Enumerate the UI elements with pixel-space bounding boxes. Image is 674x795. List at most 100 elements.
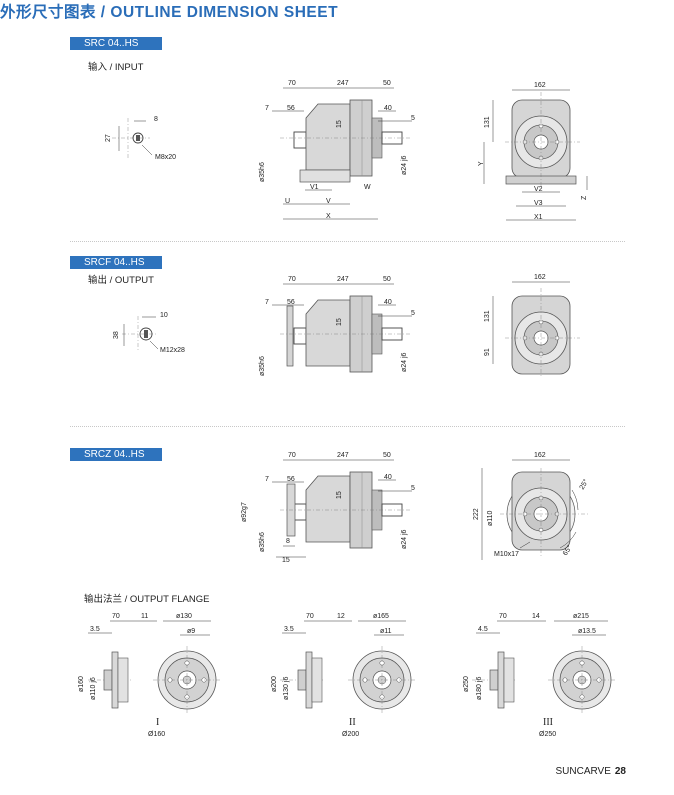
svg-text:50: 50 <box>383 276 391 283</box>
svg-text:15: 15 <box>336 491 343 499</box>
svg-text:5: 5 <box>411 115 415 122</box>
svg-text:7: 7 <box>265 476 269 483</box>
svg-text:25°: 25° <box>578 478 590 491</box>
svg-text:247: 247 <box>337 276 349 283</box>
svg-text:70: 70 <box>499 613 507 620</box>
svg-text:8: 8 <box>286 538 290 545</box>
svg-text:ø35h6: ø35h6 <box>259 162 266 182</box>
section-label-output: 输出 / OUTPUT <box>88 275 154 286</box>
svg-text:40: 40 <box>384 474 392 481</box>
key-thread: M8x20 <box>155 154 176 161</box>
svg-text:Ø160: Ø160 <box>148 731 165 738</box>
svg-text:II: II <box>349 717 356 728</box>
svg-text:14: 14 <box>532 613 540 620</box>
side-view-srcz: 70 247 50 7 56 40 5 15 ø92g7 ø35h6 ø24 j… <box>241 452 415 564</box>
svg-text:ø92g7: ø92g7 <box>241 502 248 522</box>
svg-text:5: 5 <box>411 485 415 492</box>
svg-text:162: 162 <box>534 274 546 281</box>
svg-text:3.5: 3.5 <box>90 626 100 633</box>
key-width: 10 <box>160 312 168 319</box>
svg-text:ø250: ø250 <box>463 676 470 692</box>
svg-text:7: 7 <box>265 299 269 306</box>
flange-label: 输出法兰 / OUTPUT FLANGE <box>84 594 210 605</box>
svg-text:15: 15 <box>282 557 290 564</box>
key-height: 27 <box>105 134 112 142</box>
svg-text:70: 70 <box>112 613 120 620</box>
svg-text:56: 56 <box>287 476 295 483</box>
key-detail-input: 8 27 M8x20 <box>105 116 176 161</box>
svg-text:ø130 j6: ø130 j6 <box>283 677 290 700</box>
svg-text:7: 7 <box>265 105 269 112</box>
svg-text:131: 131 <box>484 310 491 322</box>
svg-text:91: 91 <box>484 348 491 356</box>
front-view-src: 162 131 Y V2 V3 X1 Z <box>478 82 588 221</box>
svg-text:Ø200: Ø200 <box>342 731 359 738</box>
flange-iii: 70 14 ø215 4.5 ø13.5 ø250 ø180 j6 III Ø2… <box>463 613 617 738</box>
svg-text:ø130: ø130 <box>176 613 192 620</box>
svg-text:70: 70 <box>288 80 296 87</box>
svg-text:M10x17: M10x17 <box>494 551 519 558</box>
section-label-input: 输入 / INPUT <box>88 62 144 73</box>
section-tag-srcf: SRCF 04..HS <box>70 256 162 269</box>
svg-text:ø110: ø110 <box>487 510 494 526</box>
svg-text:40: 40 <box>384 105 392 112</box>
svg-text:ø110 j6: ø110 j6 <box>90 677 97 700</box>
svg-text:70: 70 <box>306 613 314 620</box>
svg-text:ø24 j6: ø24 j6 <box>401 352 408 372</box>
svg-text:Z: Z <box>581 195 588 200</box>
page-number: 28 <box>614 766 626 777</box>
svg-text:ø24 j6: ø24 j6 <box>401 155 408 175</box>
svg-text:ø200: ø200 <box>271 676 278 692</box>
svg-text:15: 15 <box>336 318 343 326</box>
svg-text:III: III <box>543 717 553 728</box>
key-height: 38 <box>113 331 120 339</box>
section-tag-src: SRC 04..HS <box>70 37 162 50</box>
svg-text:ø24 j6: ø24 j6 <box>401 529 408 549</box>
svg-text:ø160: ø160 <box>78 676 85 692</box>
svg-text:V3: V3 <box>534 200 543 207</box>
svg-text:X: X <box>326 213 331 220</box>
flange-ii: 70 12 ø165 3.5 ø11 ø200 ø130 j6 II Ø200 <box>271 613 417 738</box>
svg-text:V2: V2 <box>534 186 543 193</box>
key-width: 8 <box>154 116 158 123</box>
svg-text:11: 11 <box>141 613 148 620</box>
svg-text:222: 222 <box>473 508 480 520</box>
svg-text:15: 15 <box>336 120 343 128</box>
svg-text:40: 40 <box>384 299 392 306</box>
svg-text:ø165: ø165 <box>373 613 389 620</box>
svg-text:3.5: 3.5 <box>284 626 294 633</box>
svg-text:W: W <box>364 184 371 191</box>
svg-text:5: 5 <box>411 310 415 317</box>
svg-text:70: 70 <box>288 452 296 459</box>
svg-text:247: 247 <box>337 452 349 459</box>
svg-text:ø35h6: ø35h6 <box>259 532 266 552</box>
key-detail-output: 10 38 M12x28 <box>113 312 185 354</box>
svg-text:ø11: ø11 <box>380 628 392 635</box>
svg-text:131: 131 <box>484 116 491 128</box>
svg-text:I: I <box>156 717 159 728</box>
svg-text:247: 247 <box>337 80 349 87</box>
svg-text:U: U <box>285 198 290 205</box>
svg-text:162: 162 <box>534 452 546 459</box>
front-view-srcz: 162 222 ø110 25° 65° M10x17 <box>473 452 590 560</box>
svg-text:ø35h6: ø35h6 <box>259 356 266 376</box>
svg-text:ø180 j6: ø180 j6 <box>476 677 483 700</box>
svg-text:50: 50 <box>383 80 391 87</box>
brand-name: SUNCARVE <box>555 766 611 777</box>
svg-text:50: 50 <box>383 452 391 459</box>
section-divider <box>70 241 625 242</box>
svg-text:56: 56 <box>287 105 295 112</box>
svg-text:ø9: ø9 <box>187 628 195 635</box>
svg-text:Y: Y <box>478 161 485 166</box>
svg-text:162: 162 <box>534 82 546 89</box>
flange-i: 70 11 ø130 3.5 ø9 ø160 ø110 j6 I Ø160 <box>78 613 222 738</box>
svg-text:V: V <box>326 198 331 205</box>
side-view-src: 70 247 50 7 56 40 5 15 ø35h6 ø24 j6 V1 W… <box>259 80 415 220</box>
front-view-srcf: 162 131 91 <box>484 274 580 378</box>
section-tag-srcz: SRCZ 04..HS <box>70 448 162 461</box>
key-thread: M12x28 <box>160 347 185 354</box>
svg-text:V1: V1 <box>310 184 319 191</box>
svg-text:12: 12 <box>337 613 345 620</box>
